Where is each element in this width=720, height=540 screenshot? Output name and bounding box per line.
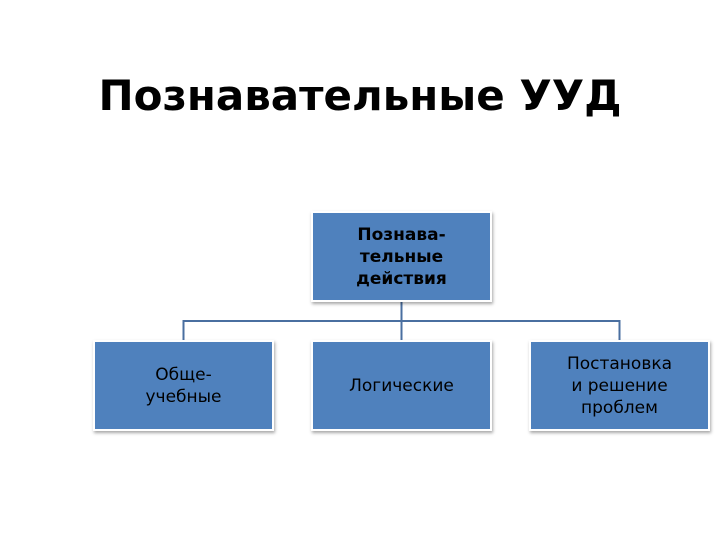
child-node-problem-solving: Постановка и решение проблем <box>529 340 710 431</box>
slide-title: Познавательные УУД <box>98 71 622 120</box>
child-node-logical: Логические <box>311 340 492 431</box>
child-node-general-educational: Обще- учебные <box>93 340 274 431</box>
root-node-cognitive-actions: Познава- тельные действия <box>311 211 492 302</box>
